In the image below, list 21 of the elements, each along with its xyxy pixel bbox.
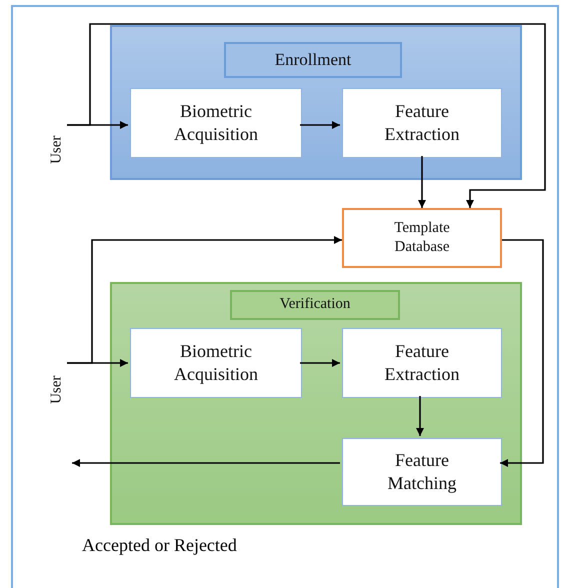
- enrollment-panel: [110, 25, 522, 180]
- process-box: Biometric Acquisition: [130, 328, 302, 398]
- arrow: [418, 156, 426, 208]
- stage-title: Enrollment: [224, 42, 402, 78]
- arrow: [416, 396, 424, 436]
- process-box: Feature Matching: [342, 438, 502, 506]
- arrow: [72, 459, 340, 467]
- arrow: [500, 239, 544, 467]
- arrow: [67, 236, 342, 364]
- arrow: [300, 359, 340, 367]
- process-box: Biometric Acquisition: [130, 88, 302, 158]
- arrow: [300, 121, 340, 129]
- stage-title: Verification: [230, 290, 400, 320]
- outcome-label: Accepted or Rejected: [82, 535, 237, 556]
- actor-label: User: [47, 136, 66, 164]
- process-box: Feature Extraction: [342, 328, 502, 398]
- actor-label: User: [47, 376, 66, 404]
- process-box: Feature Extraction: [342, 88, 502, 158]
- verification-panel: [110, 282, 522, 525]
- database-box: Template Database: [342, 208, 502, 268]
- arrow: [67, 23, 546, 208]
